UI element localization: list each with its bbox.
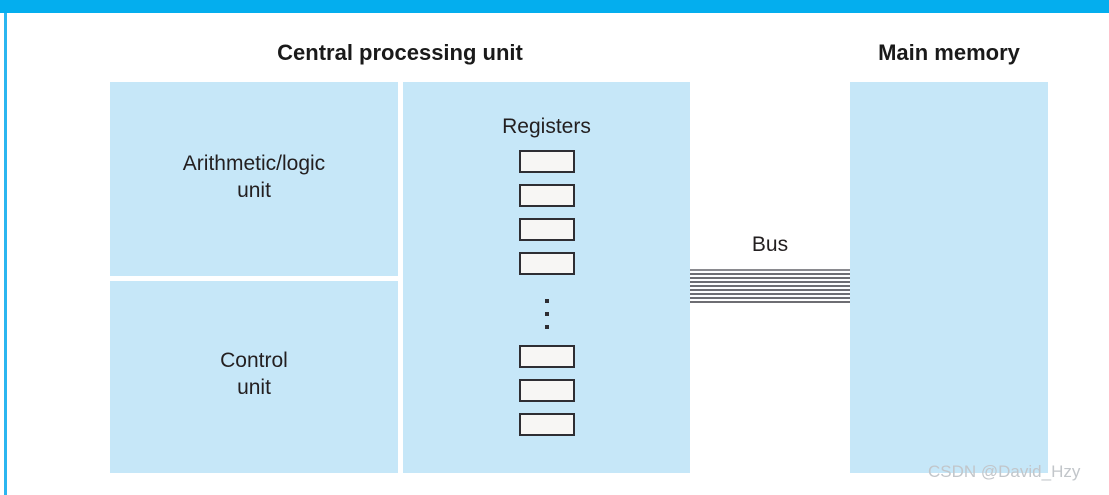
ellipsis-dot	[544, 325, 549, 329]
register-cell	[518, 252, 575, 275]
bus-line	[690, 277, 850, 279]
control-unit-box: Control unit	[110, 281, 398, 473]
ellipsis-dot	[544, 299, 549, 303]
register-ellipsis	[403, 286, 690, 345]
bus-line	[690, 285, 850, 287]
registers-box: Registers	[403, 82, 690, 473]
cpu-title: Central processing unit	[277, 40, 523, 65]
top-accent-bar	[0, 0, 1109, 13]
bus-line	[690, 289, 850, 291]
bus-line	[690, 281, 850, 283]
register-stack	[403, 150, 690, 447]
arithmetic-logic-unit-label: Arithmetic/logic unit	[182, 152, 326, 202]
bus-label: Bus	[751, 233, 789, 256]
register-cell	[518, 184, 575, 207]
register-cell	[518, 345, 575, 368]
register-cell	[518, 150, 575, 173]
watermark-text: CSDN @David_Hzy	[928, 462, 1081, 481]
bus-line	[690, 273, 850, 275]
register-cell	[518, 218, 575, 241]
main-memory-box	[850, 82, 1048, 473]
register-cell	[518, 379, 575, 402]
bus-line	[690, 297, 850, 299]
main-memory-title: Main memory	[878, 40, 1020, 65]
left-accent-rule	[4, 13, 7, 495]
bus-line	[690, 293, 850, 295]
register-cell	[518, 413, 575, 436]
ellipsis-dot	[544, 312, 549, 316]
registers-label: Registers	[502, 115, 591, 138]
bus-connector	[690, 269, 850, 309]
control-unit-label: Control unit	[220, 349, 288, 399]
arithmetic-logic-unit-box: Arithmetic/logic unit	[110, 82, 398, 276]
bus-line	[690, 269, 850, 271]
bus-line	[690, 301, 850, 303]
